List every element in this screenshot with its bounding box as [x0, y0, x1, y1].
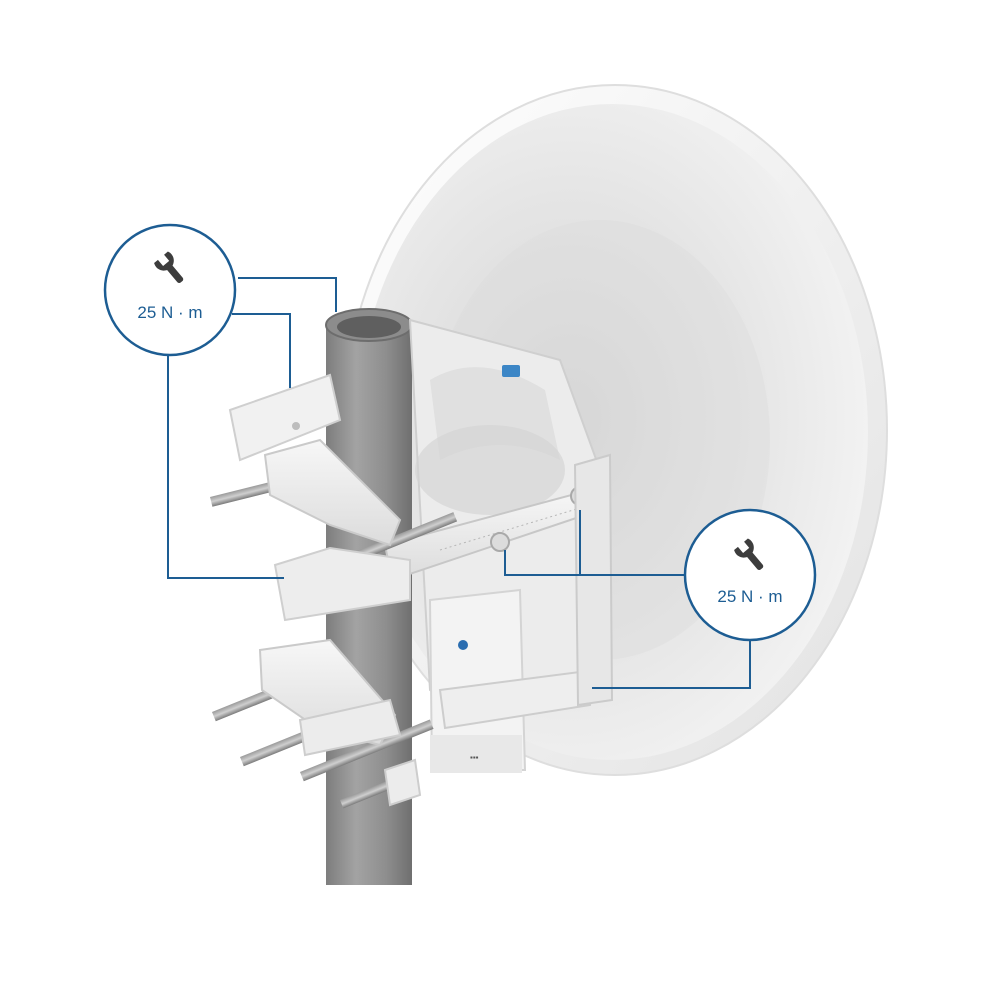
lower-bracket-plate	[438, 453, 614, 730]
torque-callout-upper: 25 N · m	[103, 223, 237, 357]
wrench-icon	[154, 251, 184, 284]
torque-callout-lower: 25 N · m	[683, 508, 817, 642]
callout-leader-lines	[167, 277, 751, 689]
upper-pole-clamp	[228, 373, 402, 547]
middle-pole-bracket	[273, 546, 411, 622]
wrench-icon	[734, 538, 764, 571]
torque-label-lower: 25 N · m	[717, 587, 782, 606]
lower-pole-clamp	[258, 638, 422, 807]
torque-label-upper: 25 N · m	[137, 303, 202, 322]
svg-text:▪▪▪: ▪▪▪	[470, 753, 479, 762]
